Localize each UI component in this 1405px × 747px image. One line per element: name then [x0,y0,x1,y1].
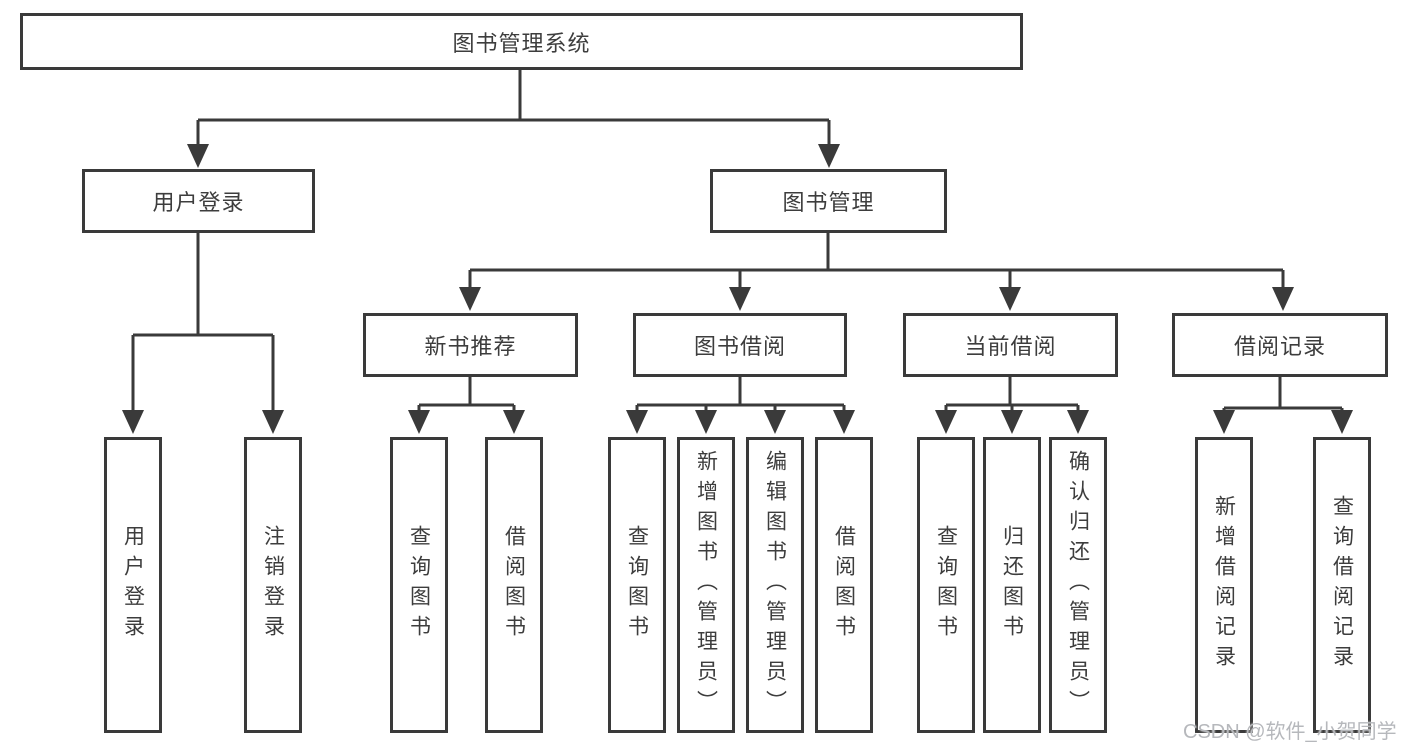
leaf-query-books-borrowing-label: 查询图书 [625,525,649,645]
leaf-add-borrow-record-label: 新增借阅记录 [1212,495,1236,675]
leaf-borrow-books-recommendation-label: 借阅图书 [502,525,526,645]
leaf-add-book-admin-label: 新增图书（管理员） [694,450,718,720]
leaf-logout: 注销登录 [244,437,302,733]
node-new-book-recommendation: 新书推荐 [363,313,578,377]
leaf-borrow-books: 借阅图书 [815,437,873,733]
leaf-logout-label: 注销登录 [261,525,285,645]
leaf-return-books: 归还图书 [983,437,1041,733]
connector-root-to-level2 [187,70,840,168]
node-book-borrowing-label: 图书借阅 [693,334,786,359]
leaf-query-books-recommendation: 查询图书 [390,437,448,733]
leaf-query-books-current-label: 查询图书 [934,525,958,645]
connector-book-management-to-level3 [459,233,1294,311]
leaf-borrow-books-recommendation: 借阅图书 [485,437,543,733]
node-user-login-label: 用户登录 [152,190,245,215]
leaf-query-borrow-record: 查询借阅记录 [1313,437,1371,733]
node-borrowing-records-label: 借阅记录 [1233,334,1326,359]
node-root-label: 图书管理系统 [452,30,591,56]
node-new-book-recommendation-label: 新书推荐 [424,334,517,359]
leaf-confirm-return-admin: 确认归还（管理员） [1049,437,1107,733]
leaf-user-login: 用户登录 [104,437,162,733]
node-book-management-label: 图书管理 [782,190,875,215]
leaf-add-borrow-record: 新增借阅记录 [1195,437,1253,733]
node-user-login: 用户登录 [82,169,315,233]
node-root-library-management-system: 图书管理系统 [20,13,1023,70]
node-current-borrowing-label: 当前借阅 [964,334,1057,359]
leaf-query-books-current: 查询图书 [917,437,975,733]
connector-book-borrowing-to-leaves [626,377,855,434]
leaf-edit-book-admin-label: 编辑图书（管理员） [763,450,787,720]
node-book-borrowing: 图书借阅 [633,313,847,377]
leaf-edit-book-admin: 编辑图书（管理员） [746,437,804,733]
leaf-user-login-label: 用户登录 [121,525,145,645]
leaf-return-books-label: 归还图书 [1000,525,1024,645]
connector-borrowing-records-to-leaves [1213,377,1353,434]
leaf-confirm-return-admin-label: 确认归还（管理员） [1066,450,1090,720]
leaf-query-borrow-record-label: 查询借阅记录 [1330,495,1354,675]
leaf-add-book-admin: 新增图书（管理员） [677,437,735,733]
node-borrowing-records: 借阅记录 [1172,313,1388,377]
leaf-query-books-borrowing: 查询图书 [608,437,666,733]
leaf-borrow-books-label: 借阅图书 [832,525,856,645]
connector-new-book-recommendation-to-leaves [408,377,525,434]
connector-current-borrowing-to-leaves [935,377,1089,434]
node-current-borrowing: 当前借阅 [903,313,1118,377]
connector-user-login-to-leaves [122,232,284,434]
leaf-query-books-recommendation-label: 查询图书 [407,525,431,645]
csdn-watermark: CSDN @软件_小贺同学 [1183,721,1397,743]
node-book-management: 图书管理 [710,169,947,233]
